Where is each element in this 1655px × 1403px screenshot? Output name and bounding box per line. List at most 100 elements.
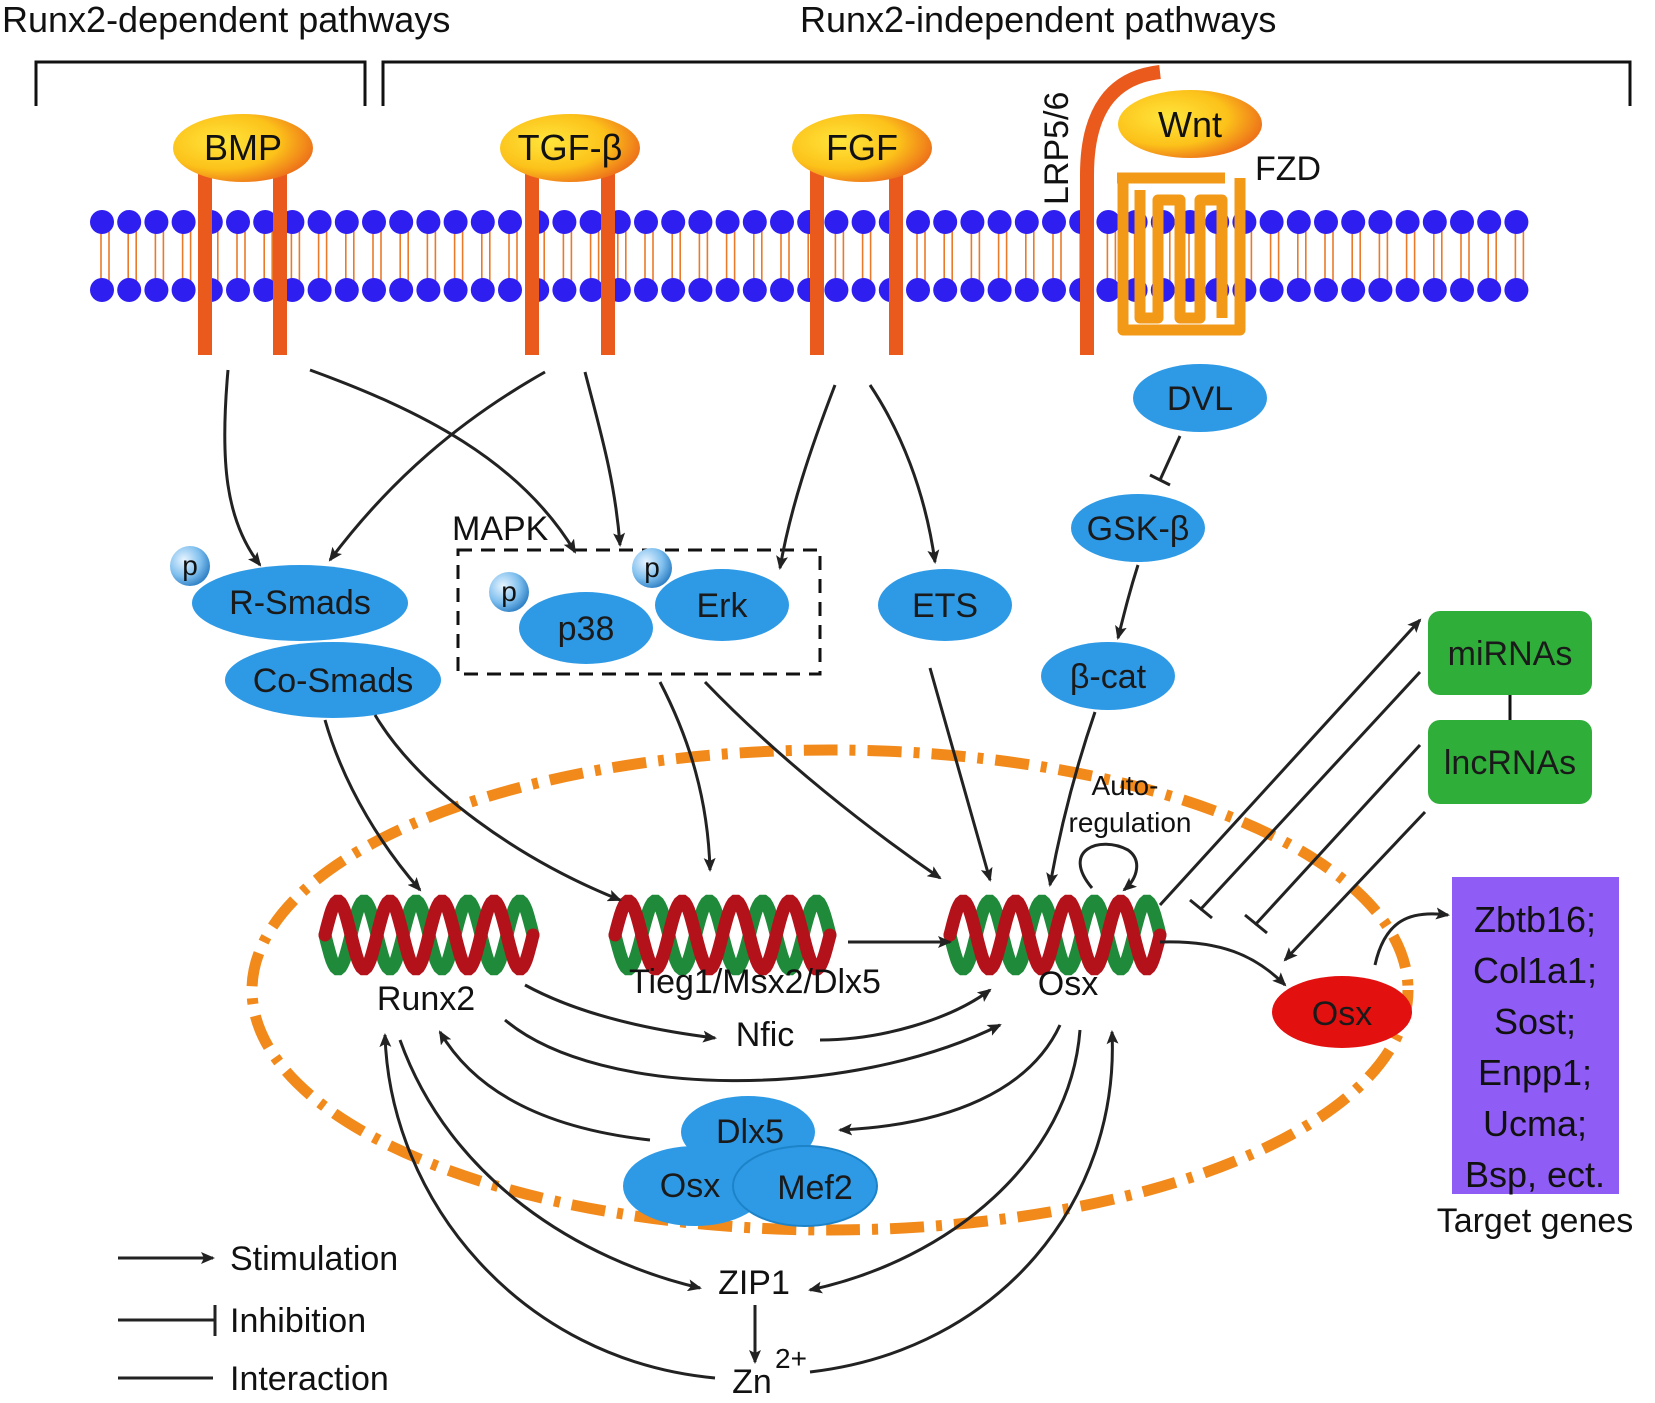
phospho-erk: p: [632, 548, 672, 588]
lipid-head: [90, 210, 114, 234]
lrp-receptor: [1080, 65, 1161, 355]
tieg-dna: [608, 894, 837, 976]
lipid-head: [498, 210, 522, 234]
lipid-head: [1341, 278, 1366, 302]
runx2-dna: [318, 894, 540, 976]
zn-charge: 2+: [775, 1343, 807, 1374]
target-gene-item: Sost;: [1494, 1001, 1576, 1042]
osx-dna: [943, 894, 1167, 976]
arrow-tgf-p38: [583, 371, 626, 547]
svg-text:β-cat: β-cat: [1070, 658, 1147, 696]
lipid-head: [688, 210, 713, 234]
lipid-head: [715, 278, 740, 302]
svg-text:TGF-β: TGF-β: [518, 127, 623, 168]
bmp-receptor: [198, 165, 287, 355]
lipid-head: [742, 278, 767, 302]
lipid-head: [579, 278, 604, 302]
lipid-head: [851, 278, 876, 302]
svg-text:p: p: [501, 576, 517, 607]
phospho-rsmads: p: [170, 546, 210, 586]
target-gene-item: Zbtb16;: [1474, 899, 1596, 940]
arrow-gsk-bcat: [1115, 564, 1140, 640]
dna-strand: [318, 894, 540, 976]
lipid-head: [1314, 210, 1338, 234]
fzd-label: FZD: [1255, 150, 1321, 188]
arrow-zn-osx: [809, 1030, 1119, 1374]
nfic-label: Nfic: [736, 1016, 795, 1054]
lipid-head: [552, 210, 577, 234]
svg-text:DVL: DVL: [1167, 380, 1233, 418]
lipid-head: [226, 278, 250, 302]
arrow-lncrnas-osx: [1283, 810, 1427, 962]
svg-text:ETS: ETS: [912, 587, 978, 625]
fgf-ligand: FGF: [792, 114, 932, 182]
lipid-head: [987, 210, 1012, 234]
lipid-head: [1259, 278, 1284, 302]
lipid-head: [1314, 278, 1338, 302]
tgf-ligand: TGF-β: [500, 114, 640, 182]
arrow-bcat-osx: [1046, 711, 1097, 887]
complex-osx: Osx: [660, 1167, 720, 1205]
header-dependent: Runx2-dependent pathways: [2, 0, 450, 40]
lipid-head: [1450, 210, 1474, 234]
lrp-label: LRP5/6: [1038, 92, 1076, 205]
arrow-complex-runx2: [438, 1030, 651, 1142]
lipid-head: [1096, 278, 1121, 302]
lipid-head: [824, 210, 849, 234]
bmp-ligand: BMP: [173, 114, 313, 182]
lipid-head: [416, 210, 441, 234]
rsmads-node: R-Smads: [192, 565, 408, 641]
arrow-osx-complex: [838, 1024, 1062, 1136]
phospho-p38: p: [489, 572, 529, 612]
arrow-osx-gene-protein: [1159, 940, 1287, 987]
lipid-head: [906, 210, 930, 234]
lipid-head: [1014, 278, 1039, 302]
lipid-head: [443, 210, 468, 234]
mirnas-box: miRNAs: [1428, 611, 1592, 695]
lipid-head: [1395, 210, 1420, 234]
lipid-head: [933, 278, 958, 302]
fzd-receptor: [1117, 172, 1246, 336]
lipid-head: [334, 210, 359, 234]
lipid-head: [90, 278, 114, 302]
legend-stimulation: Stimulation: [230, 1240, 398, 1278]
inhibition-dvl-gsk: [1149, 435, 1182, 487]
lipid-head: [661, 210, 686, 234]
cosmads-node: Co-Smads: [225, 642, 441, 718]
lipid-head: [1286, 210, 1311, 234]
dvl-node: DVL: [1133, 364, 1267, 432]
svg-text:Wnt: Wnt: [1158, 104, 1222, 145]
bracket-independent: [381, 60, 1632, 106]
lipid-head: [715, 210, 740, 234]
arrow-protein-targets: [1373, 907, 1450, 966]
target-gene-item: Col1a1;: [1473, 950, 1597, 991]
svg-text:Erk: Erk: [697, 587, 749, 625]
lipid-head: [362, 210, 386, 234]
mapk-box: [456, 548, 822, 676]
arrow-ets-osx: [928, 667, 993, 882]
p38-node: p38: [519, 592, 653, 664]
lipid-head: [960, 278, 985, 302]
lipid-head: [389, 210, 414, 234]
lipid-head: [1286, 278, 1311, 302]
svg-text:FGF: FGF: [826, 127, 898, 168]
legend-inhibition: Inhibition: [230, 1302, 366, 1340]
inhibition-mirnas-osx: [1189, 670, 1422, 920]
lipid-head: [906, 278, 930, 302]
target-genes-box: [1452, 877, 1619, 1194]
osx-gene-label: Osx: [1038, 965, 1098, 1003]
lipid-head: [1368, 278, 1393, 302]
lipid-head: [253, 278, 278, 302]
lipid-head: [307, 278, 332, 302]
inhibition-lncrnas-osx: [1244, 743, 1422, 935]
svg-text:GSK-β: GSK-β: [1087, 510, 1190, 548]
lipid-head: [1477, 210, 1502, 234]
arrow-osx-zip1: [808, 1029, 1082, 1294]
target-gene-item: Ucma;: [1483, 1103, 1587, 1144]
lipid-head: [117, 278, 142, 302]
arrow-cosmads-runx2: [323, 719, 422, 892]
lipid-head: [443, 278, 468, 302]
lipid-head: [144, 210, 169, 234]
legend-interaction: Interaction: [230, 1360, 389, 1398]
lipid-head: [1341, 210, 1366, 234]
